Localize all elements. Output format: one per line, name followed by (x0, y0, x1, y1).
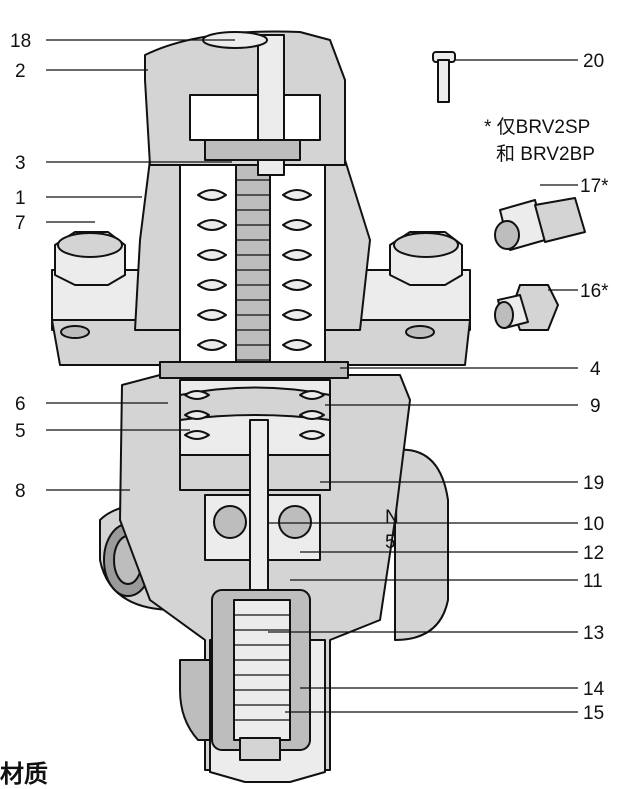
note-line-2: 和 BRV2BP (496, 143, 595, 165)
label-7: 7 (15, 213, 26, 234)
valve-internals (204, 419, 321, 761)
spring-coils-left (197, 189, 227, 351)
label-20: 20 (583, 51, 604, 72)
bonnet (134, 149, 371, 391)
label-9: 9 (590, 396, 601, 417)
label-14: 14 (583, 679, 605, 700)
leader-lines (46, 39, 578, 713)
label-10: 10 (583, 514, 604, 535)
body-marking-5: 5 (385, 532, 396, 553)
push-rod (249, 419, 269, 611)
label-19: 19 (583, 473, 604, 494)
label-2: 2 (15, 61, 26, 82)
bellows-coils (184, 390, 325, 440)
label-18: 18 (10, 31, 31, 52)
body-marking-n: N (385, 507, 399, 528)
label-5: 5 (15, 421, 26, 442)
label-12: 12 (583, 543, 604, 564)
label-3: 3 (15, 153, 26, 174)
label-1: 1 (15, 188, 26, 209)
label-17: 17* (580, 176, 609, 197)
label-11: 11 (583, 571, 603, 592)
section-title: 材质 (0, 760, 48, 788)
note-line-1: * 仅BRV2SP (484, 116, 590, 138)
label-15: 15 (583, 703, 604, 724)
label-4: 4 (590, 359, 601, 380)
spare-part-17 (494, 197, 586, 251)
spare-part-16 (494, 284, 559, 331)
spare-part-20 (432, 51, 456, 103)
label-8: 8 (15, 481, 26, 502)
label-16: 16* (580, 281, 609, 302)
label-6: 6 (15, 394, 26, 415)
cap (144, 30, 346, 176)
spring-coils-right (282, 189, 312, 351)
label-13: 13 (583, 623, 604, 644)
